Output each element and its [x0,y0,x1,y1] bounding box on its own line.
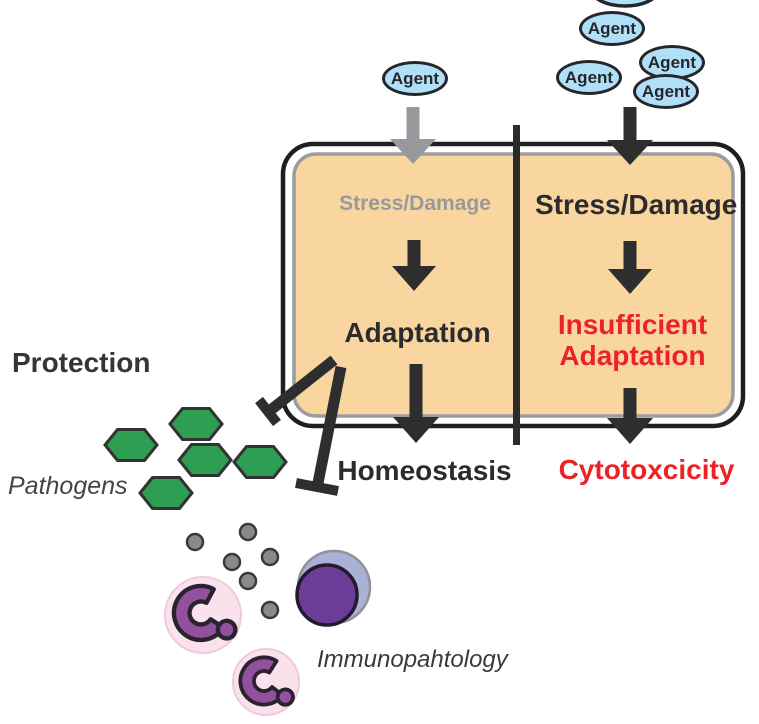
pathogen-cluster [103,407,288,510]
agent-oval: Agent [579,11,645,46]
pathogen-hexagon [168,407,224,441]
agent-oval: Agent [633,74,699,109]
granule-dot [238,571,258,591]
agent-oval-partial [596,0,654,8]
homeostasis-label: Homeostasis [337,455,512,486]
immune-cell-1 [164,576,242,654]
granule-dot [260,600,280,620]
insufficient-line1: Insufficient [557,309,708,340]
stress-to-insufficient-arrow [608,241,652,294]
adaptation-to-homeostasis-arrow [393,364,439,443]
agent-label: Agent [641,81,691,101]
pathogens-label: Pathogens [8,472,128,500]
agent-label: Agent [390,68,440,88]
granule-dots [185,522,280,620]
pathogen-hexagon [177,443,233,477]
inhibition-tbar-pathogens [255,355,338,427]
granule-dot [185,532,205,552]
insufficient-line2: Adaptation [559,340,706,371]
stress-damage-left-label: Stress/Damage [339,192,491,215]
pathogen-hexagon [103,428,159,462]
stress-to-adaptation-arrow [392,240,436,291]
immune-cell-2 [232,648,300,716]
immunopathology-label: Immunopahtology [317,646,508,673]
agent-arrow-gray [390,107,436,164]
inhibition-tbar-immunopathology [295,365,347,496]
adaptation-label: Adaptation [344,317,491,348]
agent-label: Agent [564,67,614,87]
agent-oval: Agent [556,60,622,95]
cytotoxicity-label: Cytotoxcicity [558,454,735,485]
granule-dot [222,552,242,572]
insufficient-to-cytotoxicity-arrow [607,388,653,444]
agent-label: Agent [587,18,637,38]
stress-damage-right-label: Stress/Damage [535,189,738,220]
protection-label: Protection [12,347,151,378]
agent-oval: Agent [382,61,448,96]
agent-arrow-black [607,107,653,165]
pathogen-hexagon [138,476,194,510]
granule-dot [260,547,280,567]
pathogen-hexagon [232,445,288,479]
agent-label: Agent [647,52,697,72]
purple-cell [295,563,359,627]
granule-dot [238,522,258,542]
insufficient-adaptation-label: Insufficient Adaptation [535,309,730,371]
